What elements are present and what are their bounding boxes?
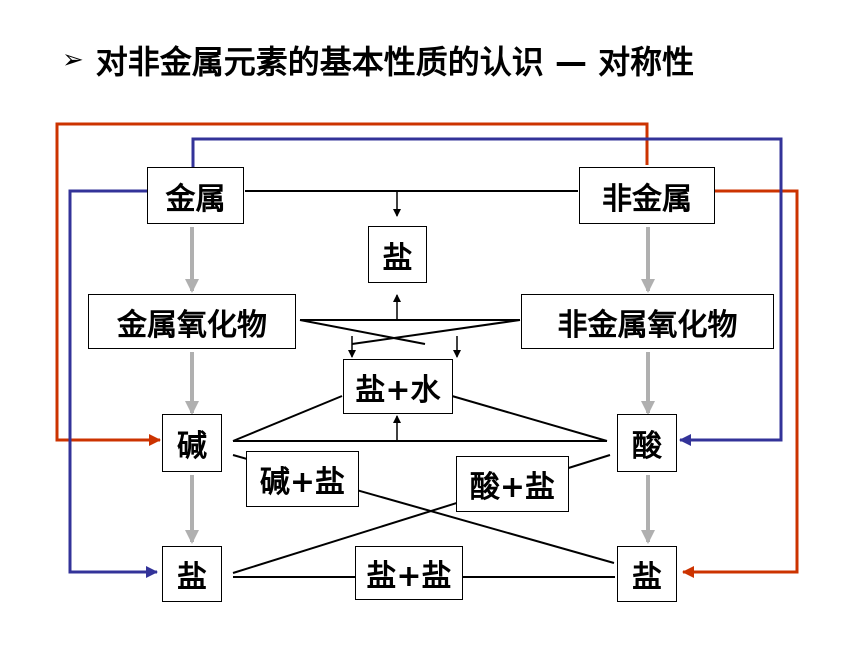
arrow-bullet-icon: ➢	[62, 45, 84, 75]
node-acid-salt: 酸+盐	[456, 456, 569, 512]
blue-route-metal-to-salt-left	[68, 189, 158, 578]
line-oxide-left-diag	[299, 319, 426, 345]
node-salt-salt: 盐+盐	[355, 546, 463, 600]
title-text: 对非金属元素的基本性质的认识 — 对称性	[95, 43, 695, 81]
slide-title: ➢ 对非金属元素的基本性质的认识 — 对称性	[62, 38, 694, 82]
node-base: 碱	[162, 414, 222, 472]
node-salt-top: 盐	[368, 226, 427, 283]
node-nonmetal-oxide: 非金属氧化物	[521, 294, 774, 349]
line-base-to-salt-water	[232, 395, 343, 442]
line-acid-to-salt-water	[451, 395, 608, 442]
node-salt-water: 盐+水	[343, 359, 453, 414]
node-metal-oxide: 金属氧化物	[88, 294, 296, 349]
node-metal: 金属	[147, 167, 244, 224]
line-oxide-right-diag	[351, 319, 521, 345]
node-salt-right: 盐	[617, 546, 677, 602]
node-nonmetal: 非金属	[579, 167, 715, 224]
blue-route-metal-to-acid	[191, 137, 783, 446]
red-route-nonmetal-to-salt-right	[682, 189, 799, 578]
node-salt-left: 盐	[162, 546, 222, 602]
node-acid: 酸	[617, 414, 677, 472]
node-base-salt: 碱+盐	[246, 451, 359, 507]
